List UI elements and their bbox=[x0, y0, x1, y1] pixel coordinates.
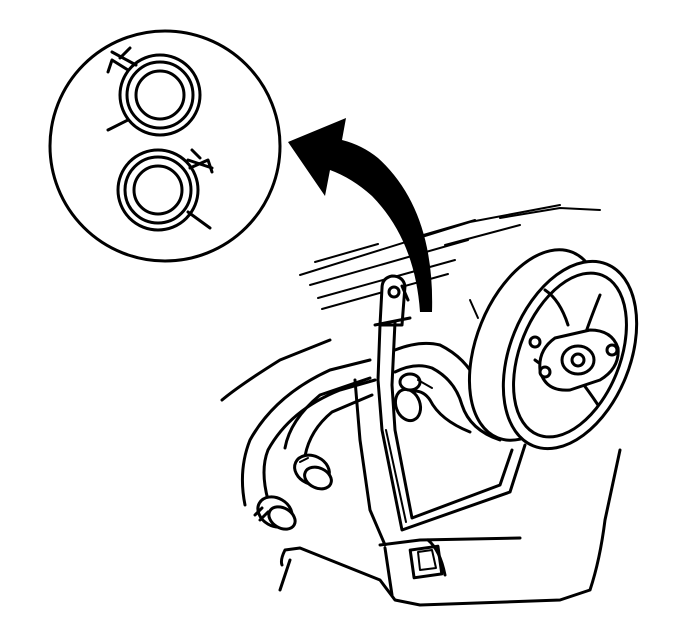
hose-clamp-upper bbox=[106, 46, 202, 137]
heater-hose-outlet bbox=[240, 358, 377, 531]
mounting-bracket bbox=[373, 274, 527, 532]
heater-hose-inlet bbox=[283, 376, 374, 491]
direction-arrow bbox=[288, 118, 433, 312]
water-pump-pulley bbox=[467, 248, 639, 451]
detail-magnifier bbox=[48, 29, 282, 263]
hose-clamp-lower bbox=[116, 148, 214, 232]
engine-block bbox=[220, 204, 622, 607]
